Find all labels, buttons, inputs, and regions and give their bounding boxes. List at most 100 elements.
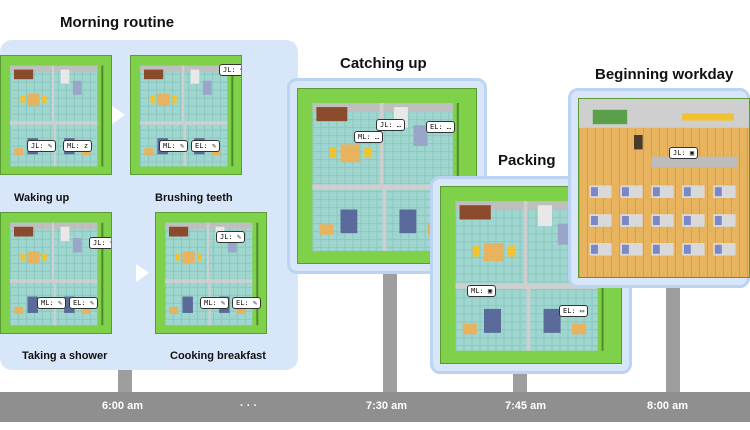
- monitor: [622, 187, 629, 197]
- tile-line: [479, 201, 481, 351]
- timeline-pole-745am: [513, 372, 527, 394]
- tile-line: [211, 65, 213, 167]
- fridge: [190, 69, 200, 84]
- tile-line: [219, 65, 221, 167]
- tile-line: [195, 65, 197, 167]
- tile-line: [463, 201, 465, 351]
- morning-routine-title: Morning routine: [60, 14, 175, 31]
- monitor: [714, 216, 722, 225]
- tile-line: [527, 201, 529, 351]
- speech-bubble-jl: JL: ✎: [89, 237, 111, 249]
- speech-icon: ✎: [220, 299, 226, 307]
- tile-line: [511, 201, 513, 351]
- tile-line: [228, 222, 230, 326]
- monitor: [683, 244, 691, 254]
- speech-icon: …: [374, 133, 380, 141]
- plank-line: [643, 127, 644, 277]
- caption-cooking-breakfast: Cooking breakfast: [170, 350, 266, 362]
- plank-line: [659, 127, 660, 277]
- tile-line: [495, 201, 497, 351]
- fence: [101, 65, 104, 167]
- tile-line: [89, 222, 91, 326]
- tile-line: [503, 201, 505, 351]
- tile-line: [49, 65, 51, 167]
- tile-line: [244, 222, 246, 326]
- tile-line: [535, 201, 537, 351]
- plank-line: [675, 127, 676, 277]
- speech-bubble-jl: JL: ▣: [669, 147, 699, 159]
- plank-line: [699, 127, 700, 277]
- tile-line: [179, 65, 181, 167]
- monitor: [591, 187, 598, 197]
- tile-line: [312, 103, 314, 251]
- tile-line: [204, 222, 206, 326]
- tile-line: [89, 65, 91, 167]
- tile-line: [57, 222, 59, 326]
- plank-line: [747, 127, 748, 277]
- table: [182, 251, 195, 264]
- caption-brushing-teeth: Brushing teeth: [155, 192, 233, 204]
- tile-line: [73, 222, 75, 326]
- room-map: [9, 222, 104, 326]
- chair: [42, 253, 47, 261]
- speech-bubble-ml: ML: ▣: [467, 285, 497, 297]
- tile-line: [408, 103, 410, 251]
- bag-icon: ▭: [579, 307, 585, 315]
- bookshelf: [316, 107, 348, 122]
- speech-icon: ✎: [252, 299, 258, 307]
- tile-line: [17, 65, 19, 167]
- bathtub: [72, 80, 82, 95]
- plank-line: [579, 127, 580, 277]
- bathtub: [227, 238, 237, 253]
- tile-line: [17, 222, 19, 326]
- time-label-730am: 7:30 am: [366, 400, 407, 412]
- packing-title: Packing: [498, 152, 556, 169]
- plank-line: [731, 127, 732, 277]
- tile-line: [212, 222, 214, 326]
- bookshelf: [13, 69, 34, 80]
- caption-taking-shower: Taking a shower: [22, 350, 108, 362]
- tile-line: [33, 65, 35, 167]
- fridge: [537, 205, 553, 227]
- plank-line: [587, 127, 588, 277]
- speech-bubble-ml: ML: ✎: [159, 140, 189, 152]
- plank-line: [611, 127, 612, 277]
- wall: [312, 184, 453, 190]
- plank-line: [603, 127, 604, 277]
- tile-line: [352, 103, 354, 251]
- fence: [256, 222, 259, 326]
- tile-line: [368, 103, 370, 251]
- fence: [231, 65, 234, 167]
- wall: [523, 201, 528, 284]
- tile-line: [559, 201, 561, 351]
- chair: [329, 147, 337, 158]
- tile-line: [424, 103, 426, 251]
- tile-line: [328, 103, 330, 251]
- tile-line: [543, 201, 545, 351]
- plank-line: [667, 127, 668, 277]
- tile-line: [81, 222, 83, 326]
- plank-line: [683, 127, 684, 277]
- counter: [651, 156, 738, 168]
- fridge: [60, 69, 70, 84]
- zz-icon: z: [83, 142, 89, 150]
- speech-bubble-jl: JL: ✎: [216, 231, 246, 243]
- monitor: [591, 216, 598, 225]
- bed: [399, 209, 417, 234]
- tile-line: [312, 247, 453, 249]
- tile-line: [312, 239, 453, 241]
- tile-line: [336, 103, 338, 251]
- chair: [175, 253, 180, 261]
- plank-line: [651, 127, 652, 277]
- wall: [181, 65, 185, 122]
- desk: [14, 306, 24, 314]
- cooking-icon: ✎: [236, 233, 242, 241]
- chair: [42, 95, 47, 103]
- tile-line: [344, 103, 346, 251]
- tile-line: [73, 65, 75, 167]
- speech-icon: ✎: [211, 142, 217, 150]
- tile-line: [172, 222, 174, 326]
- tile-line: [81, 65, 83, 167]
- speech-icon: ✎: [179, 142, 185, 150]
- desk: [14, 148, 24, 156]
